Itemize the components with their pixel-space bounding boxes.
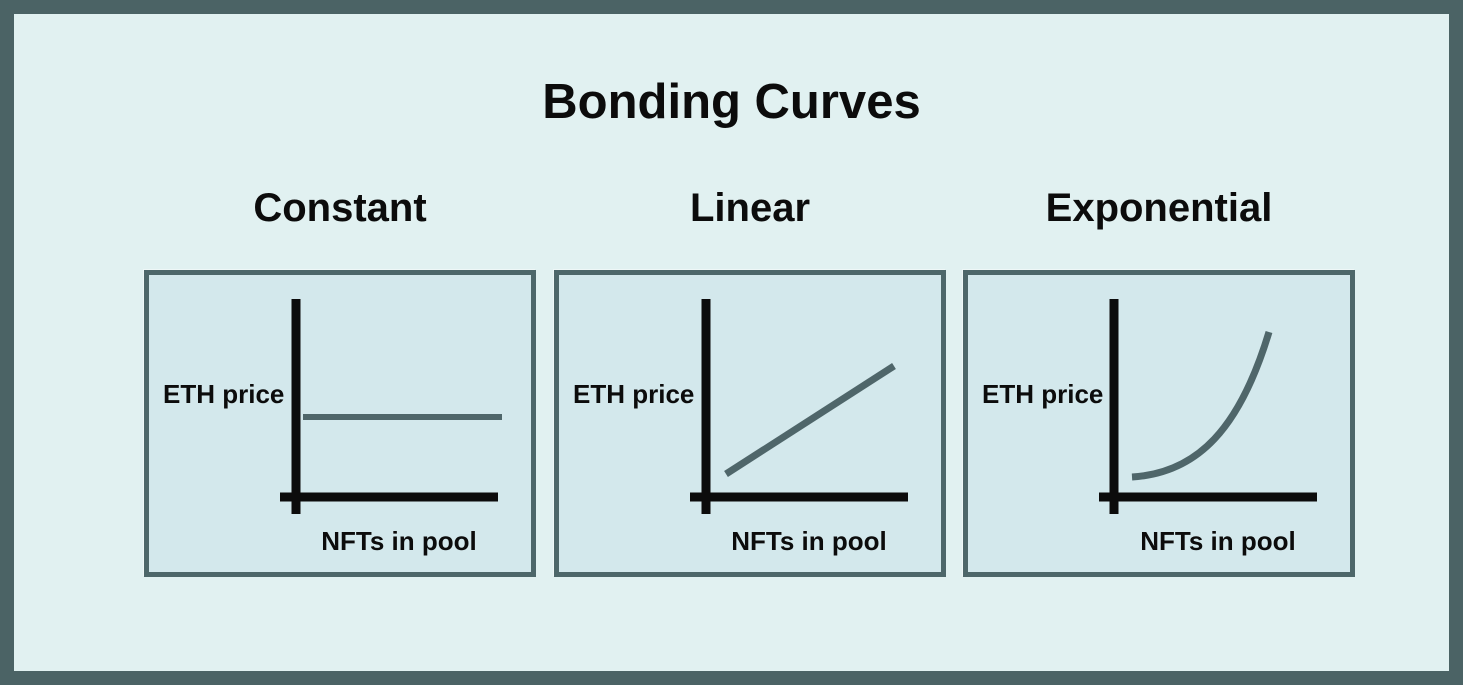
exponential-curve bbox=[1131, 330, 1273, 481]
linear-curve bbox=[724, 363, 896, 477]
exponential-chart bbox=[1099, 299, 1317, 514]
panel-linear: ETH price NFTs in pool bbox=[554, 270, 946, 577]
x-axis-label: NFTs in pool bbox=[1140, 526, 1296, 556]
panel-exponential: ETH price NFTs in pool bbox=[963, 270, 1355, 577]
heading-exponential: Exponential bbox=[1045, 186, 1273, 230]
panel-constant: ETH price NFTs in pool bbox=[144, 270, 536, 577]
linear-chart bbox=[690, 299, 908, 514]
constant-chart bbox=[280, 299, 502, 514]
x-axis-label: NFTs in pool bbox=[731, 526, 887, 556]
y-axis-label: ETH price bbox=[573, 379, 695, 409]
y-axis-label: ETH price bbox=[163, 379, 285, 409]
y-axis-label: ETH price bbox=[982, 379, 1104, 409]
heading-linear: Linear bbox=[689, 186, 811, 230]
page-title: Bonding Curves bbox=[542, 75, 921, 129]
heading-constant: Constant bbox=[253, 186, 427, 230]
x-axis-label: NFTs in pool bbox=[321, 526, 477, 556]
